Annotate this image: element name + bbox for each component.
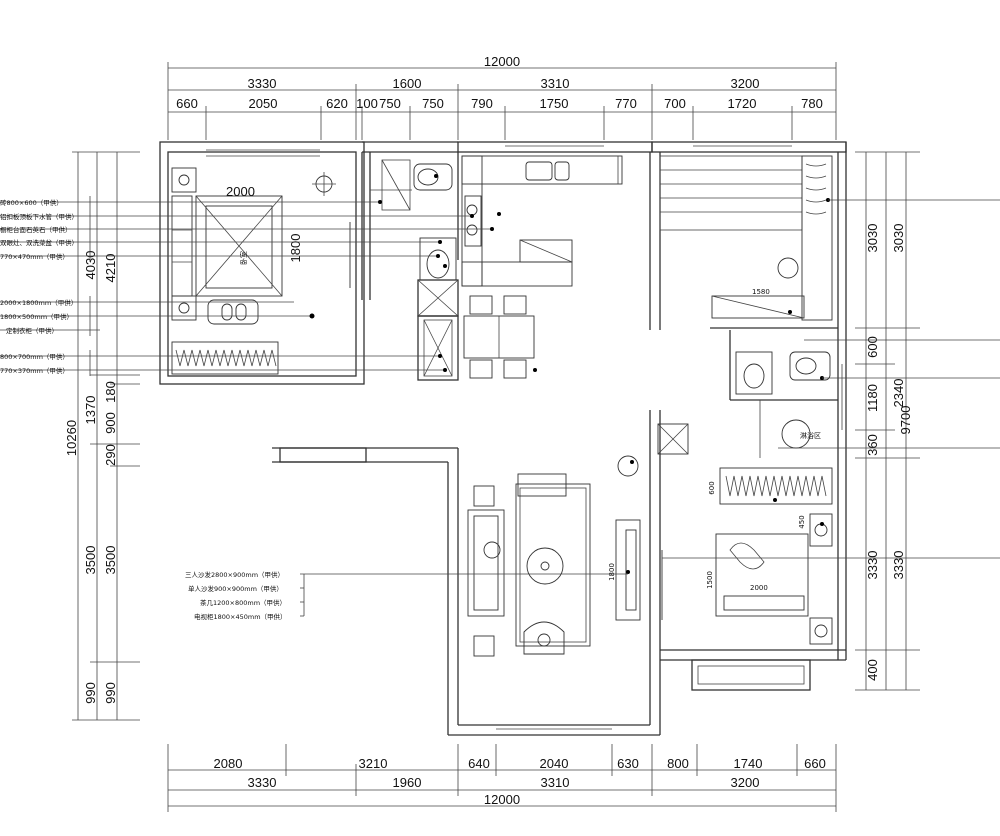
right-dim: 600 xyxy=(865,336,880,358)
bottom-dim: 2080 xyxy=(214,756,243,771)
left-dim: 990 xyxy=(83,682,98,704)
top-total-dim: 12000 xyxy=(484,54,520,69)
left-dim: 4210 xyxy=(103,254,118,283)
bathroom-2: 淋浴区 xyxy=(657,351,831,458)
living-callout-text: 单人沙发900×900mm（甲供） xyxy=(188,584,283,593)
bottom-dim: 1960 xyxy=(393,775,422,790)
bottom-dim: 3310 xyxy=(541,775,570,790)
bed-label: 卧室 xyxy=(239,251,248,265)
callout-text: 铝扣板顶板下水管（甲供） xyxy=(0,212,78,221)
cabinet-dim: 1580 xyxy=(752,288,770,296)
top-sub-dim: 750 xyxy=(379,96,401,111)
right-callout-lines xyxy=(662,199,1000,559)
bottom-dim: 640 xyxy=(468,756,490,771)
callout-text: 770×370mm（甲供） xyxy=(0,366,69,375)
callout-text: 橱柜台面石英石（甲供） xyxy=(0,225,72,234)
top-dim-2: 1600 xyxy=(393,76,422,91)
top-sub-dim: 780 xyxy=(801,96,823,111)
bottom-dim: 2040 xyxy=(540,756,569,771)
callout-text: 定制衣柜（甲供） xyxy=(6,326,58,335)
walls xyxy=(159,141,847,736)
callout-text: 800×700mm（甲供） xyxy=(0,352,69,361)
wardrobe-dim: 600 xyxy=(708,481,716,494)
bottom-dim: 660 xyxy=(804,756,826,771)
living-callout-text: 电视柜1800×450mm（甲供） xyxy=(194,612,287,621)
top-sub-dim: 1720 xyxy=(728,96,757,111)
tv-length-dim: 1800 xyxy=(608,563,616,581)
callout-text: 770×470mm（甲供） xyxy=(0,252,69,261)
bottom-dimension-chain: 2080 3210 640 2040 630 800 1740 660 3330… xyxy=(167,744,837,812)
bed2-len-dim: 1500 xyxy=(706,571,714,589)
top-dim-3: 3310 xyxy=(541,76,570,91)
left-dimension-chain: 4030 1370 3500 990 4210 180 900 290 3500… xyxy=(64,151,140,721)
bottom-total-dim: 12000 xyxy=(484,792,520,807)
living-callouts: 三人沙发2800×900mm（甲供） 单人沙发900×900mm（甲供） 茶几1… xyxy=(185,570,628,621)
top-sub-dim: 660 xyxy=(176,96,198,111)
top-dim-1: 3330 xyxy=(248,76,277,91)
bed-length-dim: 1800 xyxy=(288,234,303,263)
right-dim: 3330 xyxy=(865,551,880,580)
right-dim: 1180 xyxy=(865,384,880,412)
top-dimension-chain: 12000 3330 1600 3310 3200 660 2050 620 1… xyxy=(167,54,837,140)
kitchen xyxy=(461,155,623,287)
top-sub-dim: 790 xyxy=(471,96,493,111)
left-dim: 990 xyxy=(103,682,118,704)
left-dim: 3500 xyxy=(103,546,118,575)
callout-text: 1800×500mm（甲供） xyxy=(0,312,73,321)
bed2-width-dim: 2000 xyxy=(750,584,768,592)
right-dimension-chain: 3030 600 1180 360 3330 400 3030 2340 333… xyxy=(855,151,920,691)
right-dim: 3330 xyxy=(891,551,906,580)
bottom-dim: 630 xyxy=(617,756,639,771)
top-sub-dim: 700 xyxy=(664,96,686,111)
bed-width-dim: 2000 xyxy=(226,184,255,199)
left-callouts: 砖800×600（甲供） 铝扣板顶板下水管（甲供） 橱柜台面石英石（甲供） 双眼… xyxy=(0,196,494,376)
bottom-dim: 3210 xyxy=(359,756,388,771)
right-total-dim: 9700 xyxy=(898,406,913,435)
top-sub-dim: 750 xyxy=(422,96,444,111)
left-total-dim: 10260 xyxy=(64,420,79,456)
bathroom-1 xyxy=(370,159,457,281)
right-dim: 400 xyxy=(865,659,880,681)
left-dim: 3500 xyxy=(83,546,98,575)
living-callout-text: 茶几1200×800mm（甲供） xyxy=(200,598,286,607)
living-callout-text: 三人沙发2800×900mm（甲供） xyxy=(185,570,284,579)
callout-text: 双眼灶、双洗菜盆（甲供） xyxy=(0,238,78,247)
right-dim: 360 xyxy=(865,434,880,456)
top-dim-4: 3200 xyxy=(731,76,760,91)
right-dim: 3030 xyxy=(865,224,880,253)
bedroom-2: 600 2000 1500 450 xyxy=(661,467,833,645)
bottom-dim: 800 xyxy=(667,756,689,771)
bottom-dim: 3330 xyxy=(248,775,277,790)
bottom-dim: 1740 xyxy=(734,756,763,771)
right-dim: 3030 xyxy=(891,224,906,253)
left-dim: 900 xyxy=(103,412,118,434)
top-sub-dim: 770 xyxy=(615,96,637,111)
dining xyxy=(463,295,537,379)
left-dim: 4030 xyxy=(83,251,98,280)
top-sub-dim: 1750 xyxy=(540,96,569,111)
study-room: 1580 xyxy=(659,155,833,321)
top-sub-dim: 100 xyxy=(356,96,378,111)
master-bedroom: 2000 1800 卧室 xyxy=(171,167,351,375)
callout-text: 2000×1800mm（甲供） xyxy=(0,298,77,307)
bottom-dim: 3200 xyxy=(731,775,760,790)
top-sub-dim: 2050 xyxy=(249,96,278,111)
callout-text: 砖800×600（甲供） xyxy=(0,198,63,207)
left-dim: 1370 xyxy=(83,396,98,425)
left-dim: 290 xyxy=(103,444,118,466)
shower-label: 淋浴区 xyxy=(800,431,821,440)
desk-dim: 450 xyxy=(798,515,806,528)
living-room: 1800 xyxy=(467,455,641,657)
right-dim: 2340 xyxy=(891,379,906,408)
top-sub-dim: 620 xyxy=(326,96,348,111)
left-dim: 180 xyxy=(103,381,118,403)
